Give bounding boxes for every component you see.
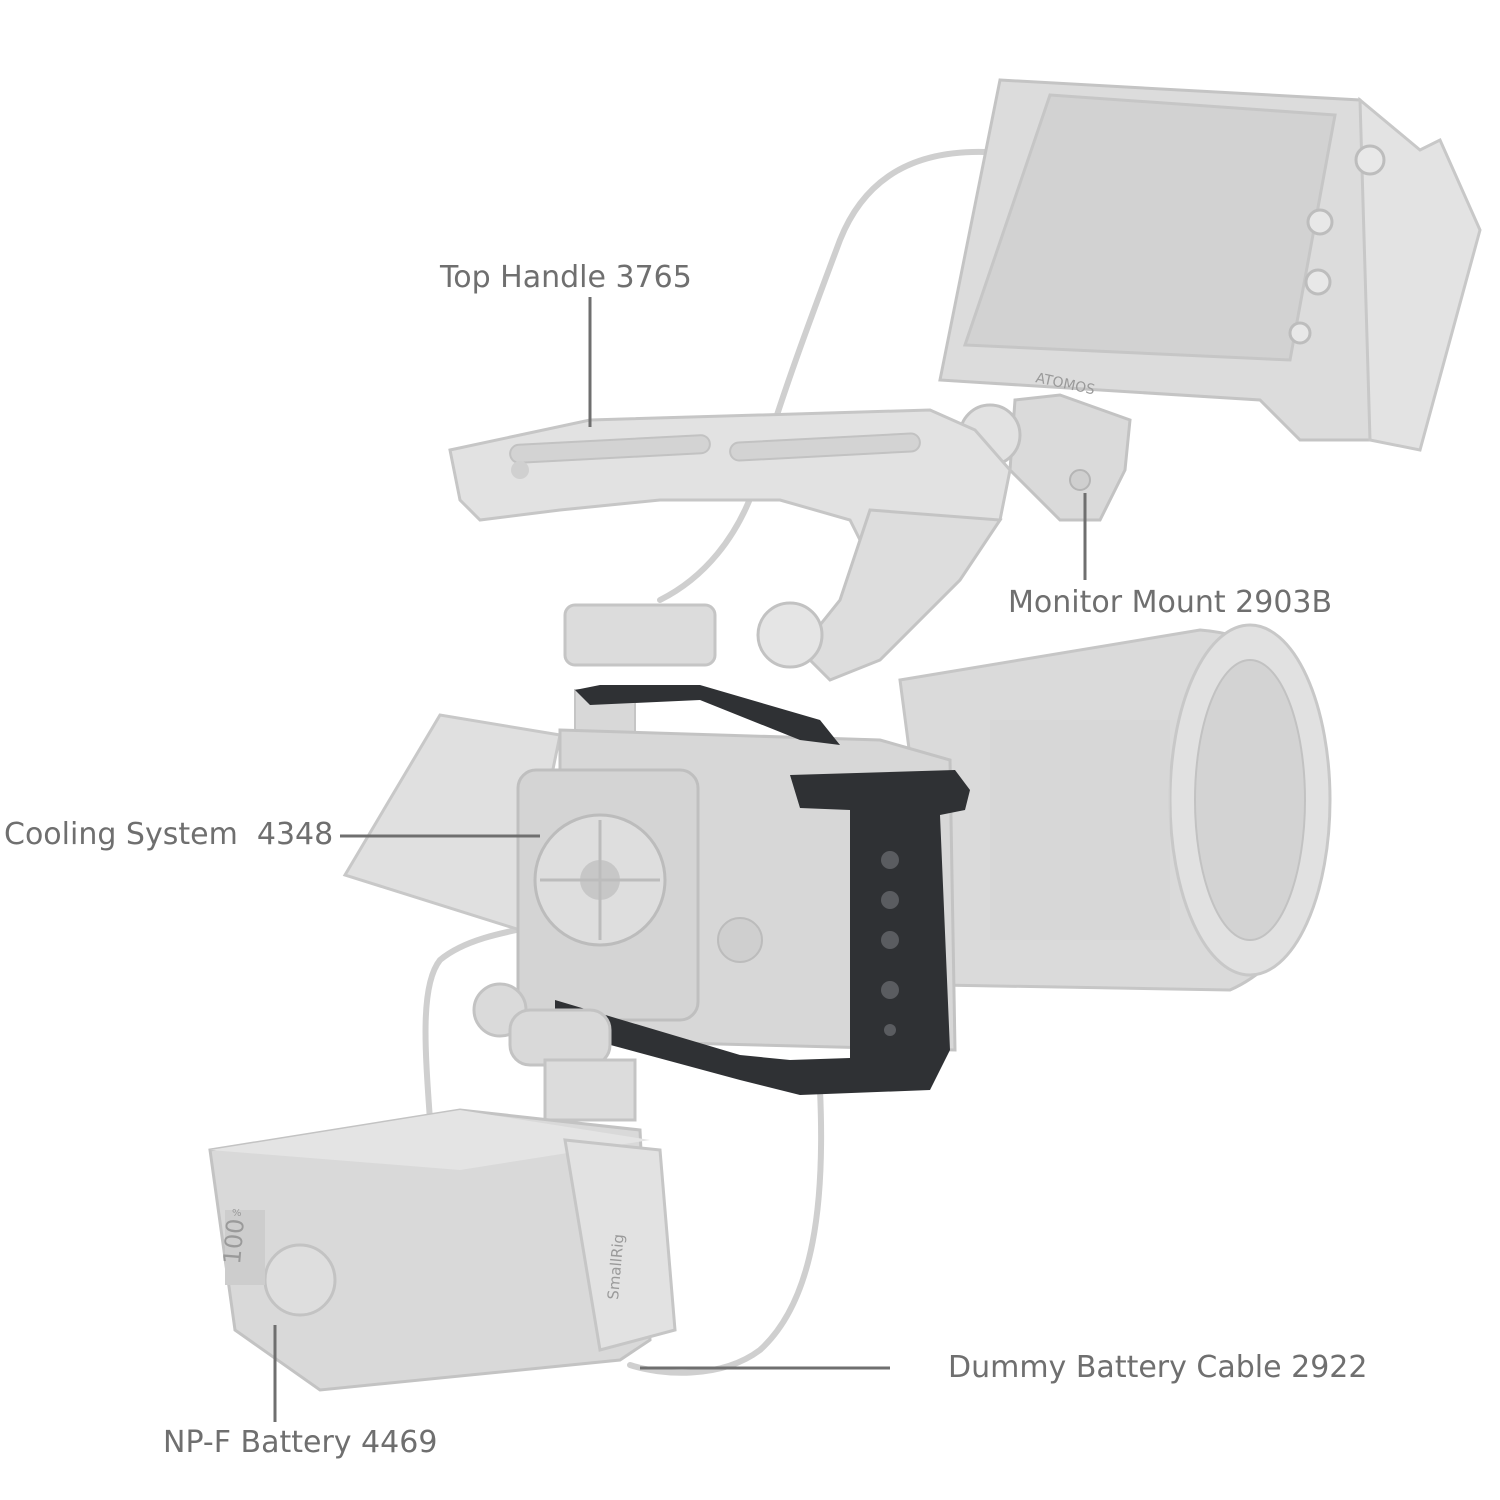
callout-cooling-system: Cooling System 4348	[4, 817, 334, 852]
npf-battery: 100 % SmallRig	[208, 1108, 677, 1392]
battery-mount	[472, 982, 637, 1122]
battery-display-readout: 100	[218, 1217, 250, 1265]
battery-brand-mark: SmallRig	[604, 1233, 628, 1300]
cooling-system	[516, 768, 700, 1022]
callout-dummy-battery-cable: Dummy Battery Cable 2922	[948, 1350, 1368, 1385]
lens	[898, 623, 1332, 992]
monitor: ATOMOS	[938, 78, 1482, 452]
callout-top-handle: Top Handle 3765	[440, 260, 692, 295]
callout-npf-battery: NP-F Battery 4469	[163, 1425, 438, 1460]
battery-display-unit: %	[232, 1208, 242, 1219]
callout-leader-lines	[273, 297, 1087, 1422]
camera-cage	[555, 685, 970, 1095]
callout-monitor-mount: Monitor Mount 2903B	[1008, 585, 1333, 620]
top-handle	[448, 408, 1012, 682]
